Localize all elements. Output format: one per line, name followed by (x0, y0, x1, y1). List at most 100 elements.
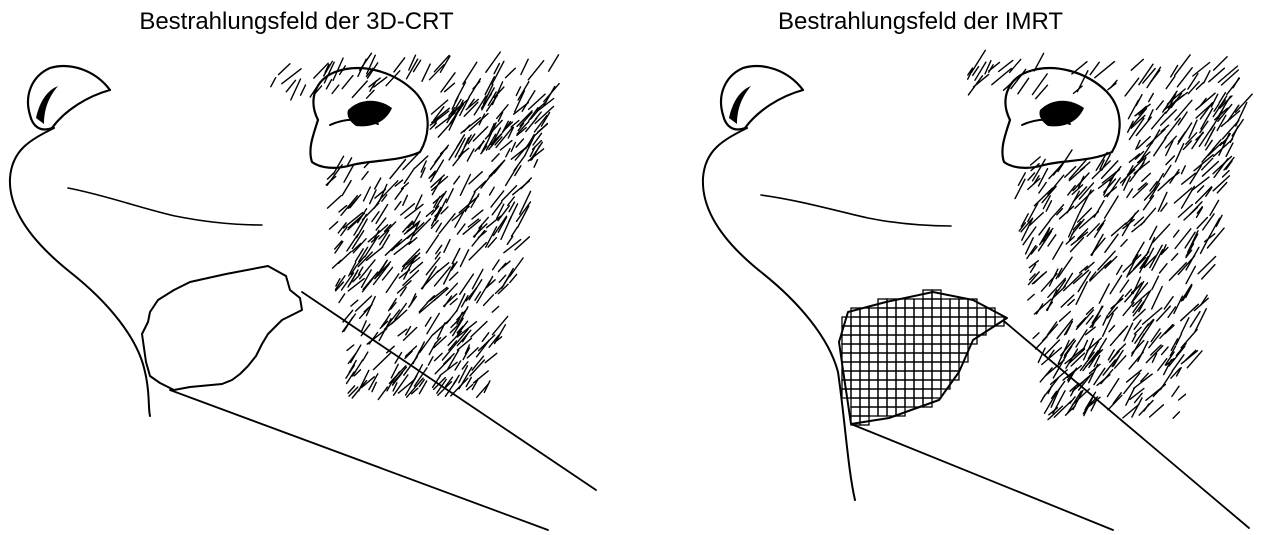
hair-stroke (1196, 93, 1215, 110)
hair-stroke (1169, 263, 1186, 280)
hair-stroke (438, 120, 453, 137)
grid-cell (896, 317, 905, 326)
grid-cell (923, 335, 932, 344)
grid-cell (932, 308, 941, 317)
grid-cell (977, 308, 986, 317)
hair-stroke (1160, 325, 1173, 339)
field-grid-imrt (839, 290, 1007, 425)
grid-cell (932, 344, 941, 353)
grid-cell (941, 299, 950, 308)
grid-cell (896, 326, 905, 335)
grid-cell (851, 398, 860, 407)
grid-cell (914, 335, 923, 344)
hair-stroke (454, 176, 460, 184)
hair-stroke (474, 181, 485, 192)
grid-cell (941, 371, 950, 380)
hair-stroke (420, 335, 433, 353)
hair-stroke (1108, 83, 1116, 89)
grid-cell (896, 398, 905, 407)
hair-stroke (518, 82, 529, 100)
grid-cell (923, 308, 932, 317)
hair-stroke (369, 78, 380, 87)
hair-stroke (1060, 312, 1071, 322)
hair-stroke (1108, 395, 1122, 410)
hair-stroke (1226, 161, 1232, 170)
hair-stroke (1142, 173, 1151, 181)
hair-stroke (450, 272, 458, 280)
hair-stroke (426, 235, 438, 253)
grid-cell (860, 398, 869, 407)
hair-stroke (422, 64, 430, 81)
hair-stroke (431, 152, 443, 169)
hair-stroke (506, 149, 510, 157)
hair-stroke (1152, 276, 1159, 289)
hair-stroke (341, 196, 357, 216)
hair-stroke (394, 58, 405, 72)
grid-cell (959, 299, 968, 308)
hair-stroke (428, 357, 433, 365)
ear-lobe-shape (28, 66, 110, 129)
hair-stroke (436, 223, 441, 232)
grid-cell (896, 335, 905, 344)
grid-cell (869, 380, 878, 389)
grid-cell (851, 380, 860, 389)
hair-stroke (1192, 132, 1203, 148)
hair-stroke (534, 160, 537, 168)
hair-stroke (1023, 227, 1036, 245)
hair-stroke (395, 202, 401, 210)
hair-stroke (1216, 215, 1222, 226)
hair-stroke (433, 319, 450, 334)
hair-stroke (492, 61, 504, 84)
hair-stroke (326, 80, 331, 89)
jaw-line (761, 195, 951, 226)
hair-stroke (1133, 184, 1147, 198)
hair-stroke (1083, 401, 1091, 414)
grid-cell (923, 344, 932, 353)
field-outline-contour (142, 266, 302, 390)
hair-stroke (430, 287, 448, 301)
hair-stroke (1090, 62, 1099, 74)
hair-stroke (526, 118, 537, 132)
hair-stroke (395, 188, 403, 199)
hair-stroke (364, 187, 371, 201)
hair-stroke (330, 222, 338, 229)
grid-cell (878, 335, 887, 344)
hair-stroke (301, 85, 306, 95)
hair-stroke (1178, 205, 1192, 218)
hair-stroke (1173, 412, 1179, 418)
grid-cell (914, 326, 923, 335)
hair-stroke (1196, 187, 1212, 203)
grid-cell (941, 362, 950, 371)
hair-stroke (1217, 183, 1227, 193)
hair-stroke (1092, 241, 1100, 256)
hair-stroke (416, 342, 424, 359)
grid-cell (905, 326, 914, 335)
beam-line-lower (851, 424, 1113, 530)
hair-stroke (461, 118, 481, 134)
hair-stroke (352, 381, 366, 398)
grid-cell (851, 344, 860, 353)
hair-stroke (521, 178, 531, 189)
grid-cell (869, 344, 878, 353)
hair-stroke (1144, 196, 1154, 210)
hair-stroke (1028, 294, 1034, 300)
grid-cell (851, 407, 860, 416)
grid-cell (959, 326, 968, 335)
grid-cell (887, 407, 896, 416)
hair-stroke (1064, 273, 1082, 291)
hair-stroke (549, 55, 559, 71)
hair-stroke (362, 172, 368, 180)
grid-cell (905, 389, 914, 398)
grid-cell (887, 344, 896, 353)
grid-cell (887, 362, 896, 371)
hair-stroke (509, 204, 518, 222)
grid-cell (905, 380, 914, 389)
hair-stroke (348, 279, 364, 291)
grid-cell (869, 389, 878, 398)
grid-cell (860, 326, 869, 335)
grid-cell (941, 326, 950, 335)
grid-cell (878, 353, 887, 362)
grid-cell (905, 362, 914, 371)
grid-cell (959, 335, 968, 344)
grid-cell (842, 335, 851, 344)
